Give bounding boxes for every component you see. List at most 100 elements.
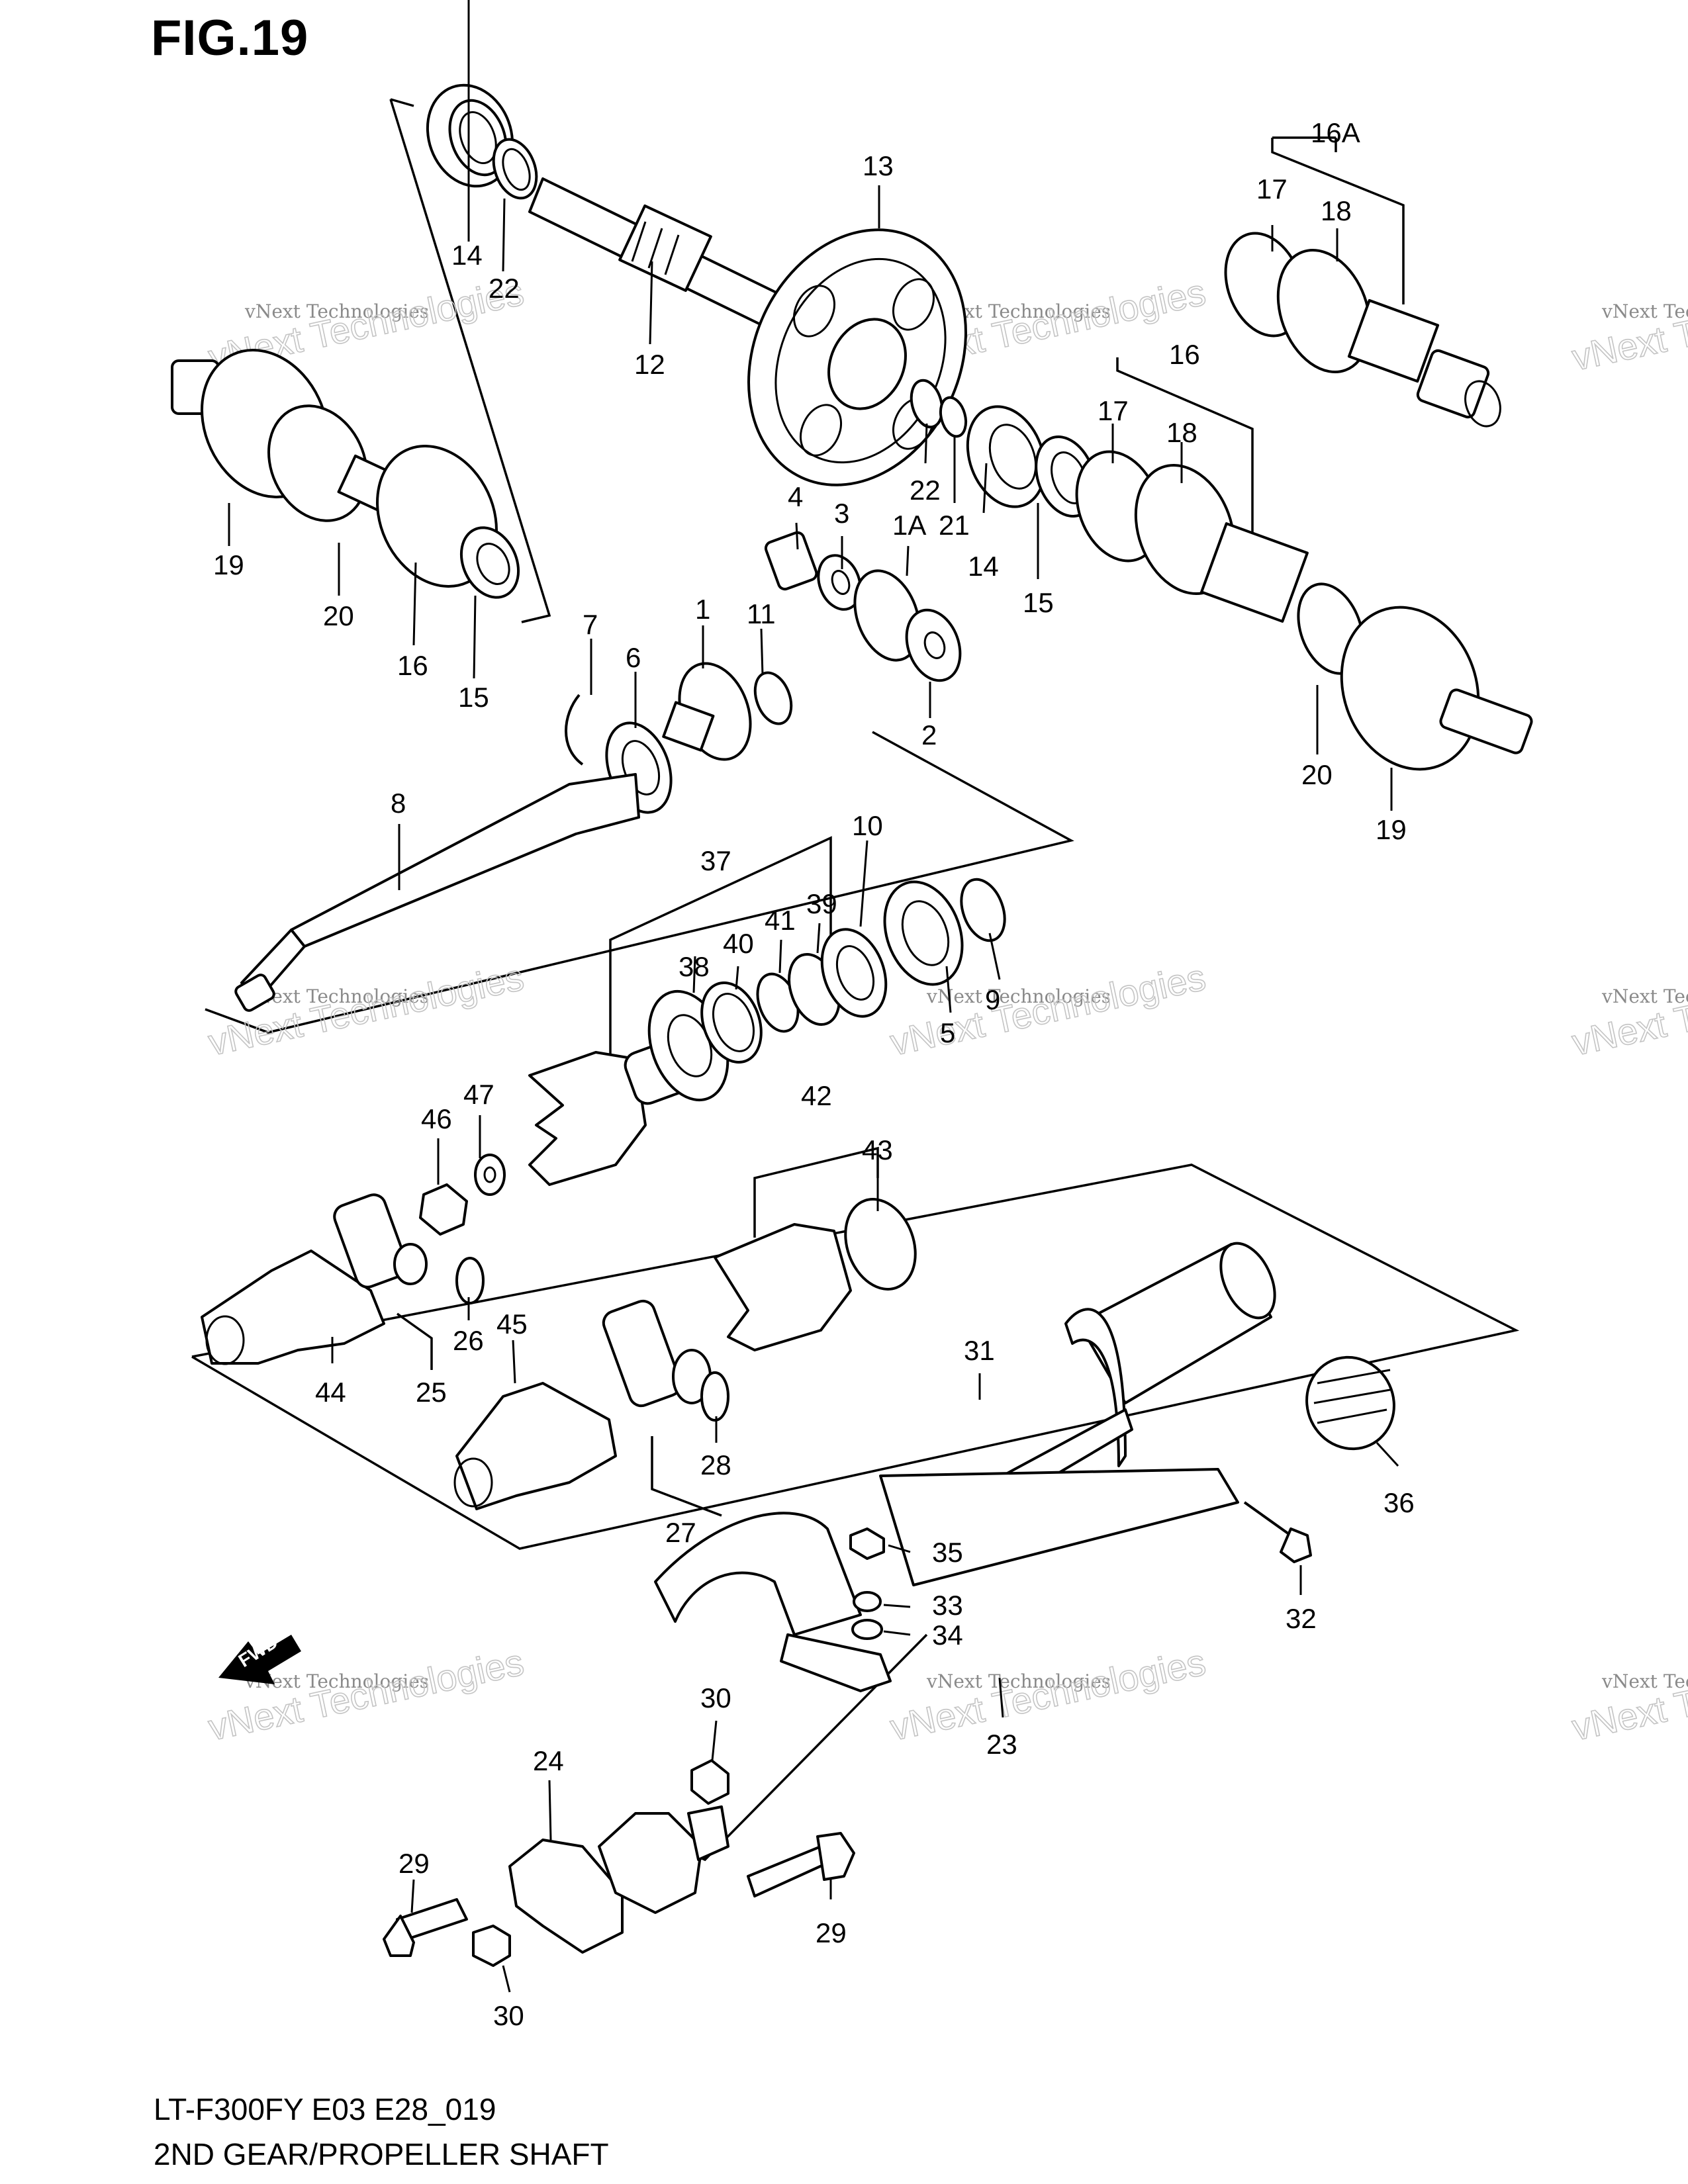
callout-3: 3 xyxy=(834,498,849,529)
callout-28: 28 xyxy=(700,1449,731,1480)
watermark-text: vNext Technologies xyxy=(244,1670,429,1692)
part-circlip-26 xyxy=(455,1257,485,1304)
part-yoke-42 xyxy=(714,1198,917,1351)
callout-16: 16 xyxy=(397,650,428,681)
callout-17: 17 xyxy=(1098,395,1129,426)
watermark-text: vNext Technologies xyxy=(1601,300,1688,322)
figure-title: FIG.19 xyxy=(151,10,309,66)
callout-13: 13 xyxy=(863,150,894,181)
callout-1: 1 xyxy=(695,594,710,625)
callout-34: 34 xyxy=(932,1619,963,1651)
part-ring-9 xyxy=(960,878,1006,942)
part-axle-16-right xyxy=(1075,450,1533,771)
part-gear-1 xyxy=(662,662,752,761)
part-bearing-5 xyxy=(883,880,964,986)
frame-shaft-group xyxy=(389,99,551,623)
callout-24: 24 xyxy=(533,1745,564,1776)
callout-47: 47 xyxy=(463,1079,494,1110)
part-gear-1A xyxy=(853,569,921,662)
callout-22: 22 xyxy=(489,273,520,304)
part-washer-33 xyxy=(853,1591,882,1612)
part-propeller-shaft-31 xyxy=(879,1242,1276,1586)
callout-30: 30 xyxy=(493,2000,524,2031)
callout-26: 26 xyxy=(453,1325,484,1356)
callout-41: 41 xyxy=(765,905,796,936)
callout-16: 16 xyxy=(1169,339,1200,370)
callout-14: 14 xyxy=(451,240,483,271)
watermark-outline: vNext Technologies xyxy=(886,1641,1209,1748)
part-bolt-29-right xyxy=(747,1832,855,1897)
callout-15: 15 xyxy=(458,682,489,713)
watermark-text: vNext Technologies xyxy=(926,1670,1111,1692)
part-snap-ring-7 xyxy=(565,694,584,766)
callout-29: 29 xyxy=(816,1917,847,1948)
callout-20: 20 xyxy=(323,600,354,631)
part-nut-46 xyxy=(419,1183,468,1236)
callout-25: 25 xyxy=(416,1377,447,1408)
callout-29: 29 xyxy=(399,1848,430,1879)
part-bracket-23 xyxy=(654,1512,892,1692)
callout-11: 11 xyxy=(747,598,776,629)
callout-38: 38 xyxy=(679,951,710,982)
callout-23: 23 xyxy=(986,1729,1017,1760)
part-washer-3 xyxy=(817,554,862,611)
callout-1A: 1A xyxy=(892,510,926,541)
callout-21: 21 xyxy=(939,510,970,541)
part-yoke-45 xyxy=(453,1382,617,1510)
part-bolt-29-left xyxy=(383,1898,468,1957)
part-washer-2 xyxy=(905,608,962,682)
callout-19: 19 xyxy=(213,549,244,580)
part-washer-47 xyxy=(474,1154,506,1196)
callout-37: 37 xyxy=(700,845,731,876)
part-spider-27 xyxy=(602,1299,712,1408)
part-washer-34 xyxy=(851,1619,883,1640)
leader-lines xyxy=(228,0,1399,1993)
part-bushing-4 xyxy=(764,531,818,591)
watermark-text: vNext Technologies xyxy=(1601,985,1688,1007)
callout-20: 20 xyxy=(1301,759,1333,790)
callout-10: 10 xyxy=(852,810,883,841)
callout-44: 44 xyxy=(315,1377,346,1408)
part-axle-16A xyxy=(1224,232,1501,428)
callout-18: 18 xyxy=(1166,417,1197,448)
callout-19: 19 xyxy=(1376,814,1407,845)
callout-32: 32 xyxy=(1286,1603,1317,1634)
callout-9: 9 xyxy=(985,984,1000,1015)
frame-countershaft xyxy=(205,731,1074,1034)
callout-6: 6 xyxy=(626,642,641,673)
watermark-text: vNext Technologies xyxy=(926,985,1111,1007)
part-bolt-32 xyxy=(1243,1501,1312,1563)
callout-2: 2 xyxy=(921,719,937,751)
callout-33: 33 xyxy=(932,1590,963,1621)
callout-18: 18 xyxy=(1321,195,1352,226)
part-shaft-8 xyxy=(234,773,640,1012)
part-ring-21 xyxy=(939,396,968,438)
callout-16A: 16A xyxy=(1311,117,1360,148)
part-bearing-14-top xyxy=(426,83,514,188)
callout-40: 40 xyxy=(723,928,754,959)
figure-caption: 2ND GEAR/PROPELLER SHAFT xyxy=(154,2137,609,2171)
part-spider-25 xyxy=(333,1193,428,1289)
callout-12: 12 xyxy=(634,349,665,380)
watermark-outline: vNext Technologies xyxy=(1568,1641,1688,1748)
callout-27: 27 xyxy=(665,1517,696,1548)
callout-4: 4 xyxy=(788,481,803,512)
part-flange-yoke xyxy=(598,1805,729,1914)
model-code: LT-F300FY E03 E28_019 xyxy=(154,2092,496,2126)
callout-5: 5 xyxy=(940,1017,955,1048)
watermark-text: vNext Technologies xyxy=(244,300,429,322)
part-circlip-22-top xyxy=(492,138,538,200)
part-gear-13 xyxy=(747,228,967,486)
watermark-text: vNext Technologies xyxy=(1601,1670,1688,1692)
callout-14: 14 xyxy=(968,551,999,582)
part-boot-36 xyxy=(1305,1355,1395,1451)
part-yoke-24 xyxy=(508,1839,624,1954)
watermark-outline: vNext Technologies xyxy=(1568,956,1688,1063)
part-circlip-28 xyxy=(700,1371,729,1422)
part-nut-35 xyxy=(849,1527,885,1560)
callout-45: 45 xyxy=(496,1308,528,1340)
callout-17: 17 xyxy=(1256,173,1288,205)
callout-39: 39 xyxy=(806,888,837,919)
callout-36: 36 xyxy=(1383,1487,1415,1518)
